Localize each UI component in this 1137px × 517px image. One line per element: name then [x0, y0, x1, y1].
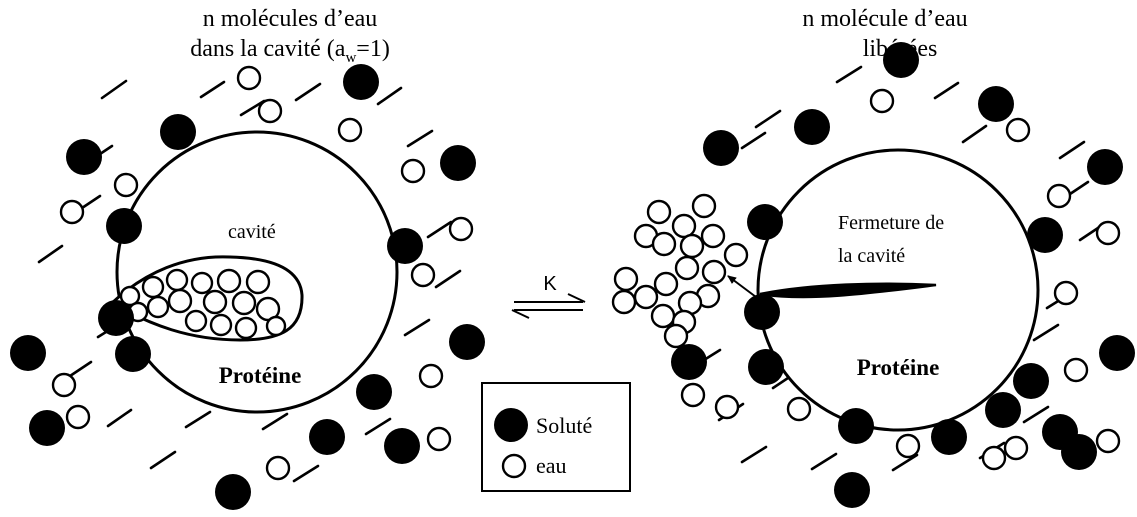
left-water-molecules	[51, 65, 474, 481]
left-protein-label: Protéine	[219, 363, 302, 388]
closure-label-line1: Fermeture de	[838, 212, 944, 234]
equilibrium-constant-label: K	[543, 273, 557, 295]
release-arrow	[727, 275, 757, 298]
right-panel: Fermeture de la cavité Protéine	[611, 42, 1135, 508]
activity-subscript: w	[345, 49, 357, 66]
legend-solute-symbol	[494, 408, 528, 442]
legend-solute-label: Soluté	[536, 413, 592, 438]
equilibrium-arrows	[511, 293, 586, 319]
closure-label-line2: la cavité	[838, 245, 905, 267]
right-protein-label: Protéine	[857, 355, 940, 380]
right-water-molecules	[680, 88, 1121, 471]
left-caption-line2: dans la cavité (aw=1)	[130, 34, 450, 73]
left-caption: n molécules d’eau dans la cavité (aw=1)	[130, 4, 450, 73]
left-caption-line2-end: =1)	[356, 36, 390, 62]
left-caption-line1: n molécules d’eau	[202, 6, 378, 32]
left-caption-line2-main: dans la cavité (a	[190, 36, 346, 62]
left-panel: cavité Protéine	[10, 64, 485, 510]
legend-water-label: eau	[536, 453, 567, 478]
right-solute-molecules	[671, 42, 1135, 508]
released-water-cluster	[611, 193, 749, 349]
cavity-label: cavité	[228, 221, 276, 243]
closed-cavity-wedge	[759, 282, 937, 299]
legend: Soluté eau	[481, 382, 631, 492]
right-caption-line1: n molécule d’eau	[802, 6, 968, 32]
legend-water-symbol	[501, 453, 527, 479]
left-solute-molecules	[10, 64, 485, 510]
